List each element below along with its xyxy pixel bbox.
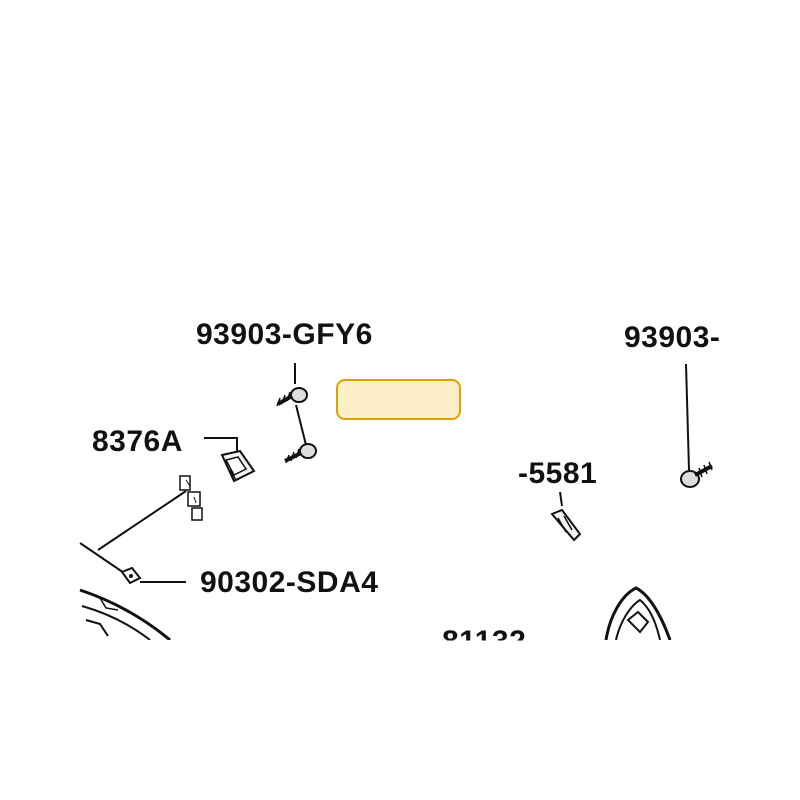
spring-clip-icon: [550, 508, 582, 542]
callout-93903-right: 93903-: [624, 321, 721, 354]
clip-icon: [220, 449, 256, 483]
leader-line-clip-left: [204, 437, 238, 455]
callout-90302-sda4: 90302-SDA4: [200, 566, 379, 599]
leader-line-screw-link: [295, 404, 307, 446]
leader-line-clip-mid: [559, 491, 563, 507]
callout-8376a: 8376A: [92, 425, 183, 458]
screw-icon: [276, 387, 308, 407]
callout-5581: -5581: [518, 457, 598, 490]
panel-fragment-left: [79, 588, 171, 642]
leader-line-nut-upper: [97, 490, 187, 551]
panel-fragment-right: [604, 586, 672, 641]
screw-icon: [680, 461, 713, 488]
screw-icon: [284, 443, 317, 464]
highlight-box: [336, 379, 461, 420]
bracket-icon: [179, 475, 203, 521]
bottom-margin: [0, 640, 800, 800]
callout-93903-gfy6: 93903-GFY6: [196, 318, 373, 351]
leader-line-screw-right: [685, 363, 690, 471]
callout-81132: 81132: [442, 627, 526, 641]
nut-icon: [120, 566, 142, 585]
